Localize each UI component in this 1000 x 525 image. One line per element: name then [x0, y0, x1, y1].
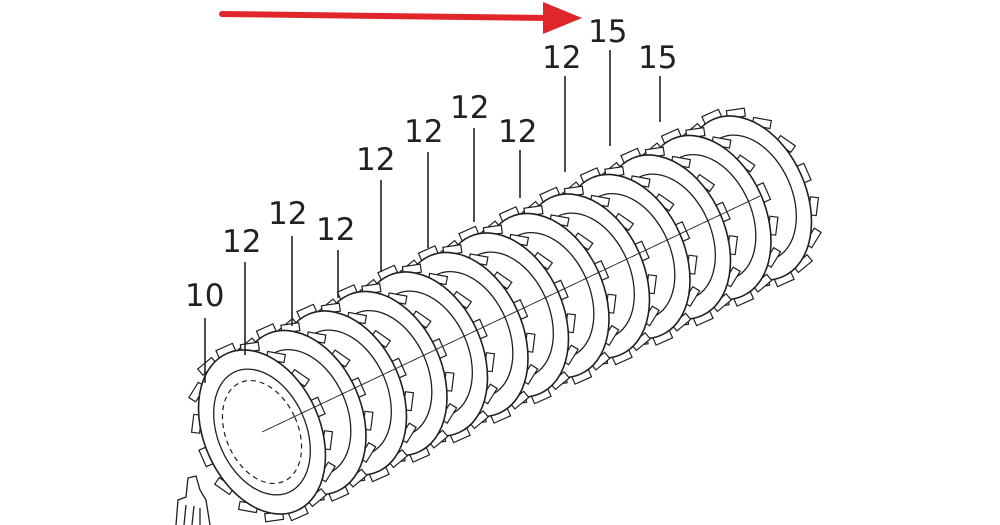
clutch-plates: [188, 107, 822, 523]
callout-12d: 12: [356, 142, 395, 178]
callout-12c: 12: [316, 212, 355, 248]
callout-12e: 12: [404, 114, 443, 150]
shaft-axis: [261, 195, 761, 433]
leader-lines: [204, 50, 661, 383]
hub-spline: [221, 379, 303, 485]
callout-15a: 15: [588, 14, 627, 50]
callout-12a: 12: [222, 224, 261, 260]
callout-12h: 12: [542, 40, 581, 76]
callout-15b: 15: [638, 40, 677, 76]
callout-10: 10: [185, 278, 224, 314]
callout-12f: 12: [450, 90, 489, 126]
gear-fragment: [175, 475, 211, 525]
plate-inner-ring: [213, 368, 311, 496]
callout-labels: 10 12 12 12 12 12 12 12 12 15 15: [185, 14, 677, 314]
arrow-right-icon: [219, 2, 582, 34]
callout-12b: 12: [268, 196, 307, 232]
callout-12g: 12: [498, 114, 537, 150]
